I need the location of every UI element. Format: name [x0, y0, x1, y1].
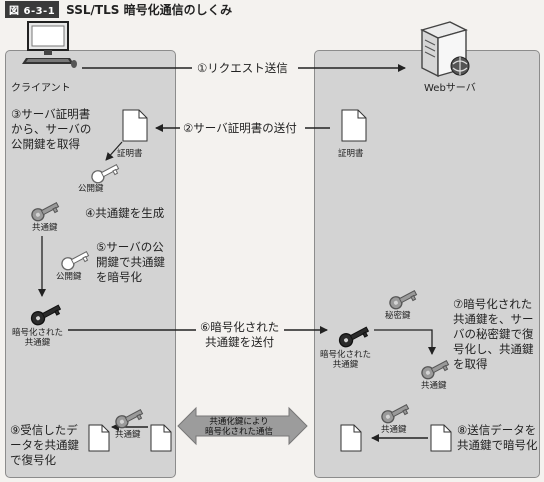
public-key-caption-2: 公開鍵: [56, 272, 82, 282]
client-label: クライアント: [11, 83, 71, 94]
data-document-server-right: [430, 424, 452, 452]
common-key-icon-server-1: [418, 356, 452, 382]
certificate-icon-client: [122, 109, 148, 142]
data-document-server-left: [340, 424, 362, 452]
step-2-label: ②サーバ証明書の送付: [183, 121, 297, 135]
common-key-icon-server-2: [378, 400, 412, 426]
certificate-caption-client: 証明書: [117, 149, 143, 159]
server-icon: [414, 20, 474, 78]
step-6-label: ⑥暗号化された共通鍵を送付: [200, 320, 280, 349]
certificate-icon-server: [341, 109, 367, 142]
step-9-label: ⑨受信したデータを共通鍵で復号化: [10, 423, 79, 467]
secret-key-caption: 秘密鍵: [385, 311, 411, 321]
common-key-caption-client-2: 共通鍵: [115, 430, 141, 440]
encrypted-key-caption-server: 暗号化された共通鍵: [320, 350, 372, 370]
step-5-label: ⑤サーバの公開鍵で共通鍵を暗号化: [96, 240, 165, 284]
common-key-icon-1: [28, 198, 62, 224]
secret-key-icon: [386, 286, 420, 312]
figure-badge: 図 6-3-1: [5, 0, 60, 18]
encrypted-key-icon-server: [336, 322, 372, 350]
data-document-client-right: [150, 424, 172, 452]
encrypted-channel-label: 共通化鍵により暗号化された通信: [205, 417, 274, 437]
common-key-caption-1: 共通鍵: [32, 223, 58, 233]
encrypted-key-caption-client: 暗号化された共通鍵: [12, 328, 64, 348]
common-key-caption-server-1: 共通鍵: [421, 381, 447, 391]
figure-title: SSL/TLS 暗号化通信のしくみ: [66, 2, 233, 17]
common-key-icon-client-2: [112, 405, 146, 431]
step-1-label: ①リクエスト送信: [197, 61, 288, 75]
figure-title-row: 図 6-3-1 SSL/TLS 暗号化通信のしくみ: [5, 0, 233, 18]
step-8-label: ⑧送信データを共通鍵で暗号化: [457, 423, 538, 452]
public-key-caption-1: 公開鍵: [78, 184, 104, 194]
step-3-label: ③サーバ証明書から、サーバの公開鍵を取得: [11, 107, 92, 151]
public-key-icon-1: [88, 160, 122, 186]
client-computer-icon: [22, 20, 78, 72]
data-document-client-left: [88, 424, 110, 452]
public-key-icon-2: [58, 247, 92, 273]
encrypted-key-icon-client: [28, 300, 64, 328]
certificate-caption-server: 証明書: [338, 149, 364, 159]
step-7-label: ⑦暗号化された共通鍵を、サーバの秘密鍵で復号化し、共通鍵を取得: [453, 297, 534, 371]
server-label: Webサーバ: [424, 83, 476, 94]
step-4-label: ④共通鍵を生成: [85, 206, 165, 220]
common-key-caption-server-2: 共通鍵: [381, 425, 407, 435]
